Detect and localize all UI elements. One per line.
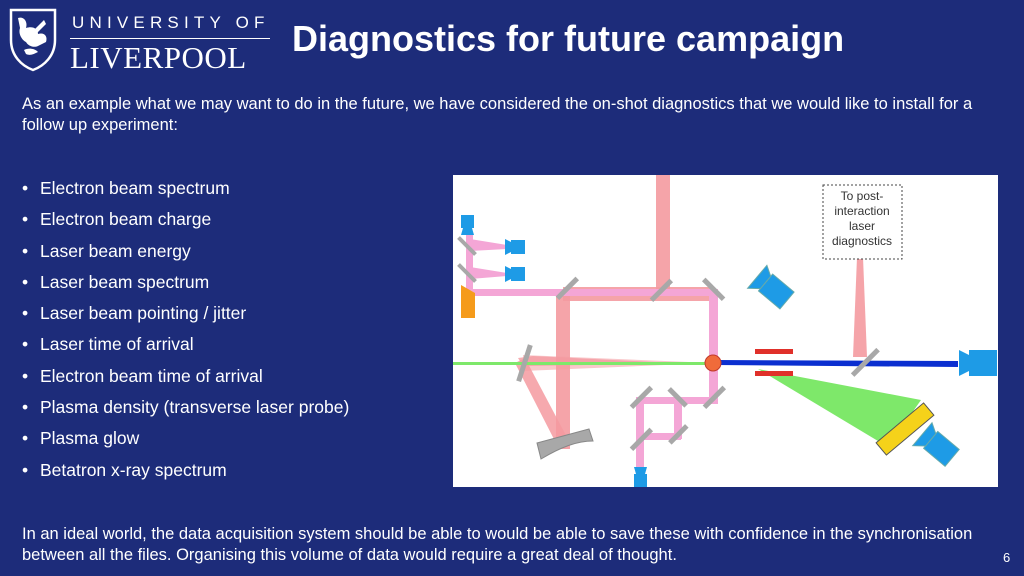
post-interaction-label-line2: interaction	[834, 204, 889, 218]
list-item-label: Electron beam time of arrival	[40, 365, 263, 386]
bullet-symbol: •	[22, 459, 29, 480]
mirror	[850, 347, 880, 377]
list-item: • Laser beam spectrum	[22, 271, 349, 302]
mirror	[516, 344, 533, 382]
laser-beam-from-parabola	[515, 358, 570, 447]
mirror	[649, 278, 674, 303]
list-item: • Electron beam spectrum	[22, 177, 349, 208]
camera-icon	[461, 215, 474, 235]
probe-beam-right-vertical	[709, 289, 718, 404]
list-item-label: Electron beam spectrum	[40, 178, 230, 198]
logo-liverpool: LIVERPOOL	[70, 40, 247, 75]
diagnostics-list: • Electron beam spectrum • Electron beam c…	[22, 177, 349, 490]
mirror	[701, 277, 726, 302]
mirror	[555, 276, 580, 301]
experiment-diagram-svg: To post- interaction laser diagnostics	[453, 175, 997, 487]
list-item: • Laser beam pointing / jitter	[22, 302, 349, 333]
laser-beam-vertical-top	[656, 175, 670, 294]
logo-rule	[70, 38, 270, 39]
probe-beam-to-camera-2	[470, 267, 507, 279]
xray-detector	[875, 402, 935, 456]
probe-beam-to-camera-1	[470, 239, 507, 251]
magnet-bottom	[755, 371, 793, 376]
camera-icon	[505, 266, 525, 282]
list-item-label: Plasma glow	[40, 428, 140, 449]
electron-beam	[715, 360, 958, 367]
list-item-label: Electron beam charge	[40, 209, 212, 230]
list-item: • Electron beam time of arrival	[22, 365, 349, 396]
bullet-symbol: •	[22, 240, 29, 261]
bullet-symbol: •	[22, 365, 29, 386]
mirror	[667, 387, 688, 408]
camera-icon	[634, 467, 647, 487]
list-item: • Electron beam charge	[22, 208, 349, 239]
off-axis-parabola	[536, 428, 594, 460]
bullet-symbol: •	[22, 334, 29, 355]
list-item: • Laser time of arrival	[22, 333, 349, 364]
probe-beam-left-vertical	[466, 235, 473, 297]
probe-beam-box-bottom	[639, 433, 681, 440]
mirror	[629, 427, 654, 452]
camera-icon	[911, 421, 960, 468]
list-item: • Plasma density (transverse laser probe)	[22, 396, 349, 427]
list-item-label: Plasma density (transverse laser probe)	[40, 397, 350, 418]
orange-optic	[461, 285, 475, 318]
magnet-top	[755, 349, 793, 354]
post-interaction-label-line1: To post-	[841, 189, 884, 203]
footer-text: In an ideal world, the data acquisition …	[22, 525, 973, 564]
list-item: • Betatron x-ray spectrum	[22, 459, 349, 490]
mirror	[629, 385, 654, 410]
mirror	[668, 424, 689, 445]
post-interaction-label-box	[822, 184, 903, 260]
bullet-symbol: •	[22, 303, 29, 324]
intro-text: As an example what we may want to do in …	[22, 95, 973, 134]
list-item-label: Laser beam energy	[40, 240, 191, 261]
probe-beam-box-right	[674, 397, 682, 439]
slide-title: Diagnostics for future campaign	[292, 18, 845, 59]
bullet-symbol: •	[22, 178, 29, 198]
post-interaction-label-line4: diagnostics	[832, 234, 892, 248]
bullet-symbol: •	[22, 397, 29, 418]
experiment-diagram: To post- interaction laser diagnostics	[453, 175, 998, 487]
list-item-label: Laser beam pointing / jitter	[40, 303, 247, 324]
interaction-point	[704, 354, 722, 372]
probe-beam-top	[470, 289, 710, 296]
probe-beam-box-top	[639, 397, 677, 404]
camera-icon	[959, 350, 997, 376]
list-item-label: Betatron x-ray spectrum	[40, 459, 227, 480]
logo-university-of: UNIVERSITY OF	[72, 13, 270, 32]
mirror	[702, 385, 727, 410]
camera-icon	[505, 239, 525, 255]
green-laser-line	[453, 362, 753, 365]
mirror	[457, 263, 477, 283]
list-item: • Laser beam energy	[22, 240, 349, 271]
post-interaction-beam	[853, 257, 867, 357]
mirror	[457, 236, 477, 256]
bullet-symbol: •	[22, 209, 29, 230]
bullet-symbol: •	[22, 271, 29, 292]
university-crest-icon	[9, 8, 57, 72]
xray-cone	[758, 369, 921, 447]
laser-beam-down-left	[556, 294, 570, 449]
page-number: 6	[1003, 550, 1011, 565]
university-logo: UNIVERSITY OF LIVERPOOL	[8, 6, 270, 75]
list-item-label: Laser beam spectrum	[40, 271, 210, 292]
list-item: • Plasma glow	[22, 427, 349, 458]
list-item-label: Laser time of arrival	[40, 334, 194, 355]
bullet-symbol: •	[22, 428, 29, 449]
camera-icon	[746, 264, 795, 310]
post-interaction-label-line3: laser	[849, 219, 875, 233]
